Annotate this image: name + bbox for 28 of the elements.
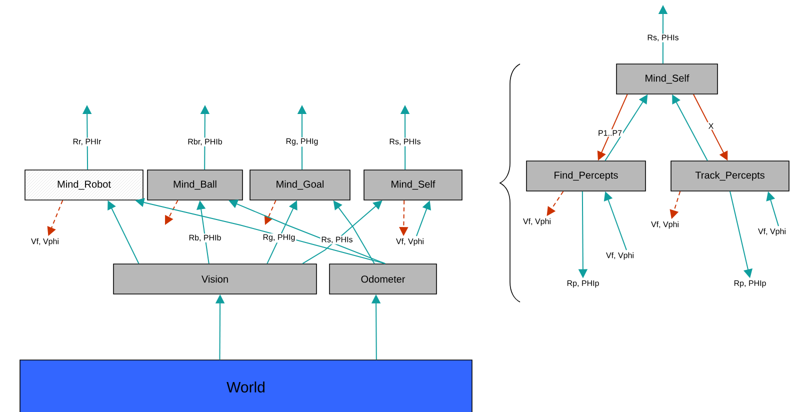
edge-label: X [707,122,715,130]
edge-label: Rg, PHIg [284,137,320,147]
signal-label: Vf, Vphi [523,218,550,226]
edge-label: P1..P7 [597,129,624,137]
module-box: Mind_Robot [24,170,144,200]
module-box: Mind_Ball [147,170,243,200]
signal-label: Vf, Vphi [651,221,678,229]
module-box: Track_Percepts [670,160,790,192]
signal-label: Rp, PHIp [567,280,599,288]
edge-label: Rr, PHIr [72,138,102,146]
world-box: World [20,360,472,412]
signal-label: Vf, Vphi [606,252,634,260]
signal-label: Rp, PHIp [734,280,766,288]
edge-label: Rs, PHIs [388,138,422,146]
signal-label: Vf, Vphi [758,228,786,236]
edge-label: Rg, PHIg [262,233,296,243]
edge-label: Rb, PHIb [188,234,222,242]
module-box: Vision [113,264,317,294]
module-box: Mind_Self [616,64,718,94]
module-box: Odometer [329,264,437,294]
signal-label: Vf, Vphi [396,238,424,246]
module-box: Find_Percepts [526,160,646,192]
module-box: Mind_Goal [250,170,350,200]
signal-label: Vf, Vphi [31,238,58,246]
edge-label: Rs, PHIs [646,34,680,42]
module-box: Mind_Self [364,170,462,200]
edge-label: Rbr, PHIb [186,138,224,146]
edge-label: Rs, PHIs [320,236,354,244]
